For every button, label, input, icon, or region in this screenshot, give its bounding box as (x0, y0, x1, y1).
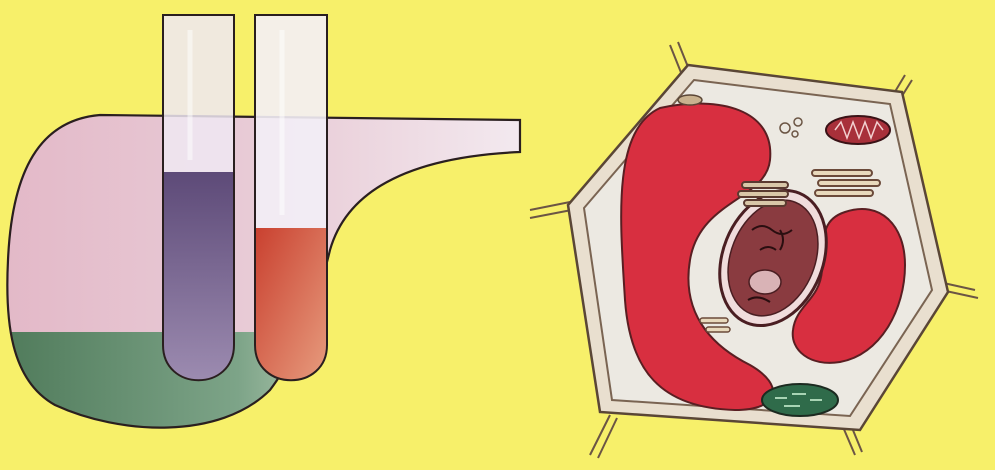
mitochondrion (826, 116, 890, 144)
tube-right-liquid (255, 228, 327, 380)
chloroplast (762, 384, 838, 416)
nucleolus (749, 270, 781, 294)
plant-cell (530, 42, 978, 458)
tube-left-liquid (163, 172, 234, 380)
test-tube-left (163, 15, 234, 380)
golgi-apparatus (738, 182, 788, 206)
osmometer-apparatus (0, 15, 520, 452)
organelle-small (678, 95, 702, 105)
endoplasmic-reticulum (812, 170, 880, 196)
test-tube-right (255, 15, 327, 380)
